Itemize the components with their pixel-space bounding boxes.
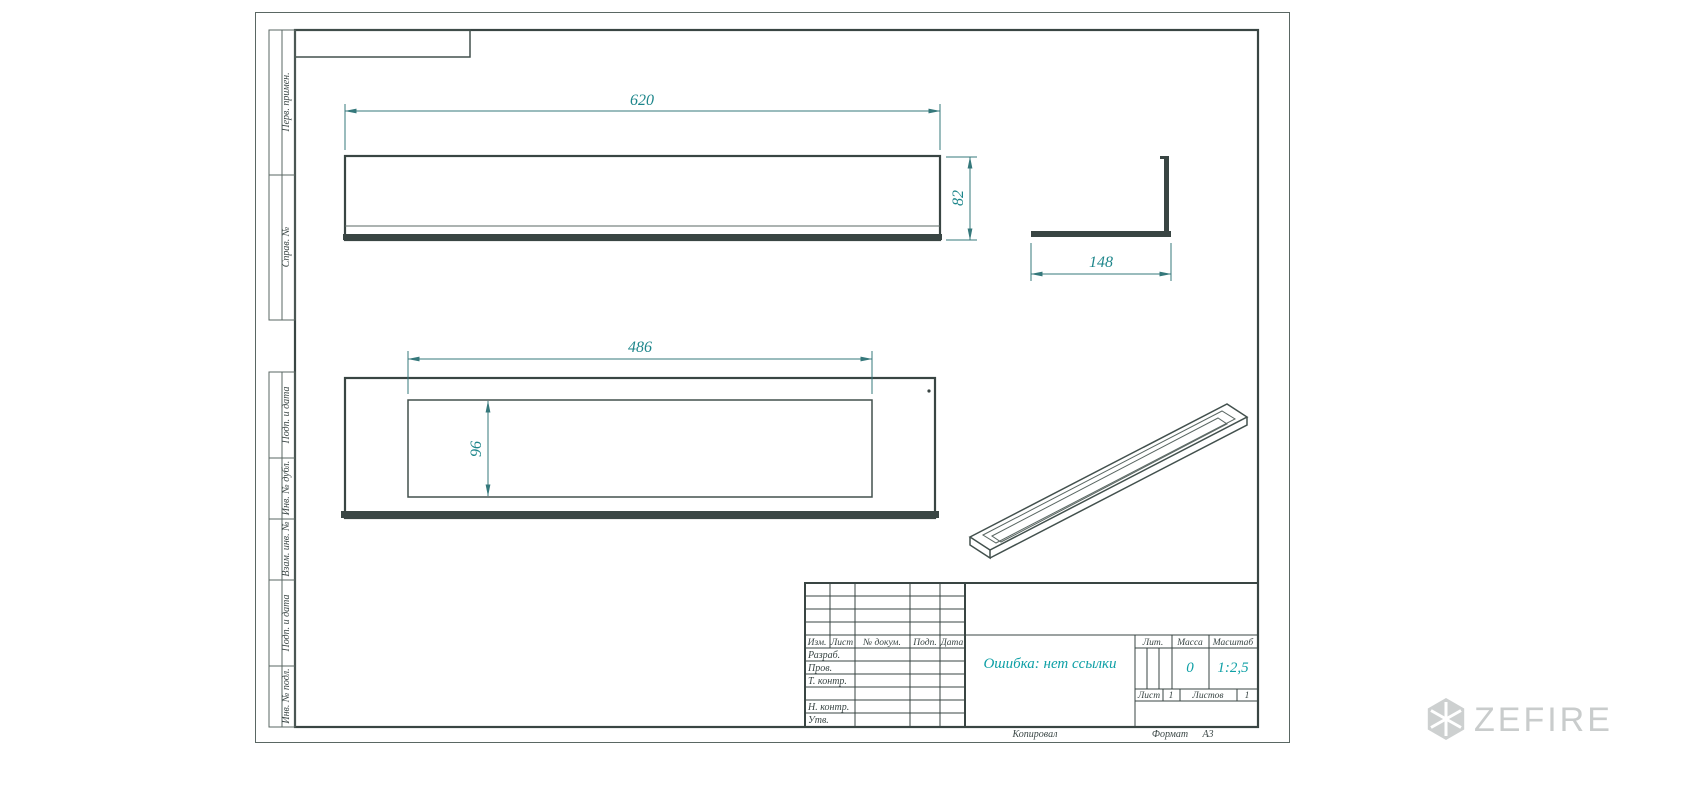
- col-header-doc: № докум.: [862, 637, 901, 648]
- title-block: Изм. Лист № докум. Подп. Дата Разраб. Пр…: [804, 582, 1259, 728]
- side-view: [1031, 156, 1171, 237]
- dimension-82: 82: [946, 156, 977, 241]
- col-header-list: Лист: [830, 638, 853, 648]
- list-label: Лист: [1137, 691, 1160, 701]
- col-header-podp: Подп.: [912, 637, 936, 648]
- kopiroval-label: Копировал: [1012, 729, 1059, 740]
- dimension-label-96: 96: [468, 441, 485, 457]
- dimension-148: 148: [1030, 243, 1172, 281]
- row-label-t-kontr: Т. контр.: [808, 676, 847, 687]
- masshtab-value: 1:2,5: [1217, 660, 1249, 676]
- margin-label-perv-primen: Перв. примен.: [281, 72, 292, 132]
- col-header-izm: Изм.: [807, 638, 827, 648]
- format-label: Формат: [1152, 729, 1188, 740]
- margin-label-vzam-inv: Взам. инв. №: [281, 521, 292, 576]
- row-label-razrab: Разраб.: [807, 650, 840, 661]
- margin-label-inv-podl: Инв. № подл.: [281, 668, 292, 724]
- dimension-label-82: 82: [950, 190, 967, 206]
- listov-label: Листов: [1191, 691, 1223, 701]
- row-label-utv: Утв.: [808, 715, 829, 726]
- watermark: ZEFIRE: [1427, 698, 1613, 740]
- dimension-620: 620: [344, 92, 941, 150]
- dimension-486: 486: [407, 339, 873, 394]
- listov-value: 1: [1245, 691, 1250, 701]
- margin-label-sprav-no: Справ. №: [281, 227, 292, 267]
- dimension-label-620: 620: [630, 92, 654, 109]
- top-left-doc-box: [294, 29, 471, 58]
- left-margin-graphs: Перв. примен. Справ. № Подп. и дата Инв.…: [268, 29, 296, 728]
- top-view: [343, 154, 942, 242]
- row-label-n-kontr: Н. контр.: [807, 702, 849, 713]
- isometric-view: [968, 403, 1249, 560]
- part-name-text: Ошибка: нет ссылки: [983, 656, 1116, 672]
- lit-label: Лит.: [1142, 638, 1164, 648]
- front-view: [341, 376, 939, 520]
- margin-label-inv-dubl: Инв. № дубл.: [281, 461, 292, 516]
- dimension-label-486: 486: [628, 339, 652, 356]
- row-label-prov: Пров.: [807, 663, 832, 674]
- margin-label-podp-data-2: Подп. и дата: [281, 594, 292, 652]
- list-value: 1: [1169, 691, 1174, 701]
- massa-value: 0: [1186, 660, 1194, 676]
- masshtab-label: Масштаб: [1212, 637, 1255, 648]
- footer-strip: Копировал Формат А3: [1012, 729, 1214, 740]
- dimension-label-148: 148: [1089, 254, 1113, 271]
- front-view-mark-dot: [927, 389, 931, 393]
- snowflake-icon: [1427, 698, 1465, 740]
- margin-label-podp-data-1: Подп. и дата: [281, 386, 292, 444]
- col-header-data: Дата: [940, 638, 964, 648]
- format-value: А3: [1201, 729, 1213, 740]
- dimension-96: 96: [468, 400, 491, 497]
- watermark-text: ZEFIRE: [1474, 701, 1613, 739]
- massa-label: Масса: [1176, 638, 1203, 648]
